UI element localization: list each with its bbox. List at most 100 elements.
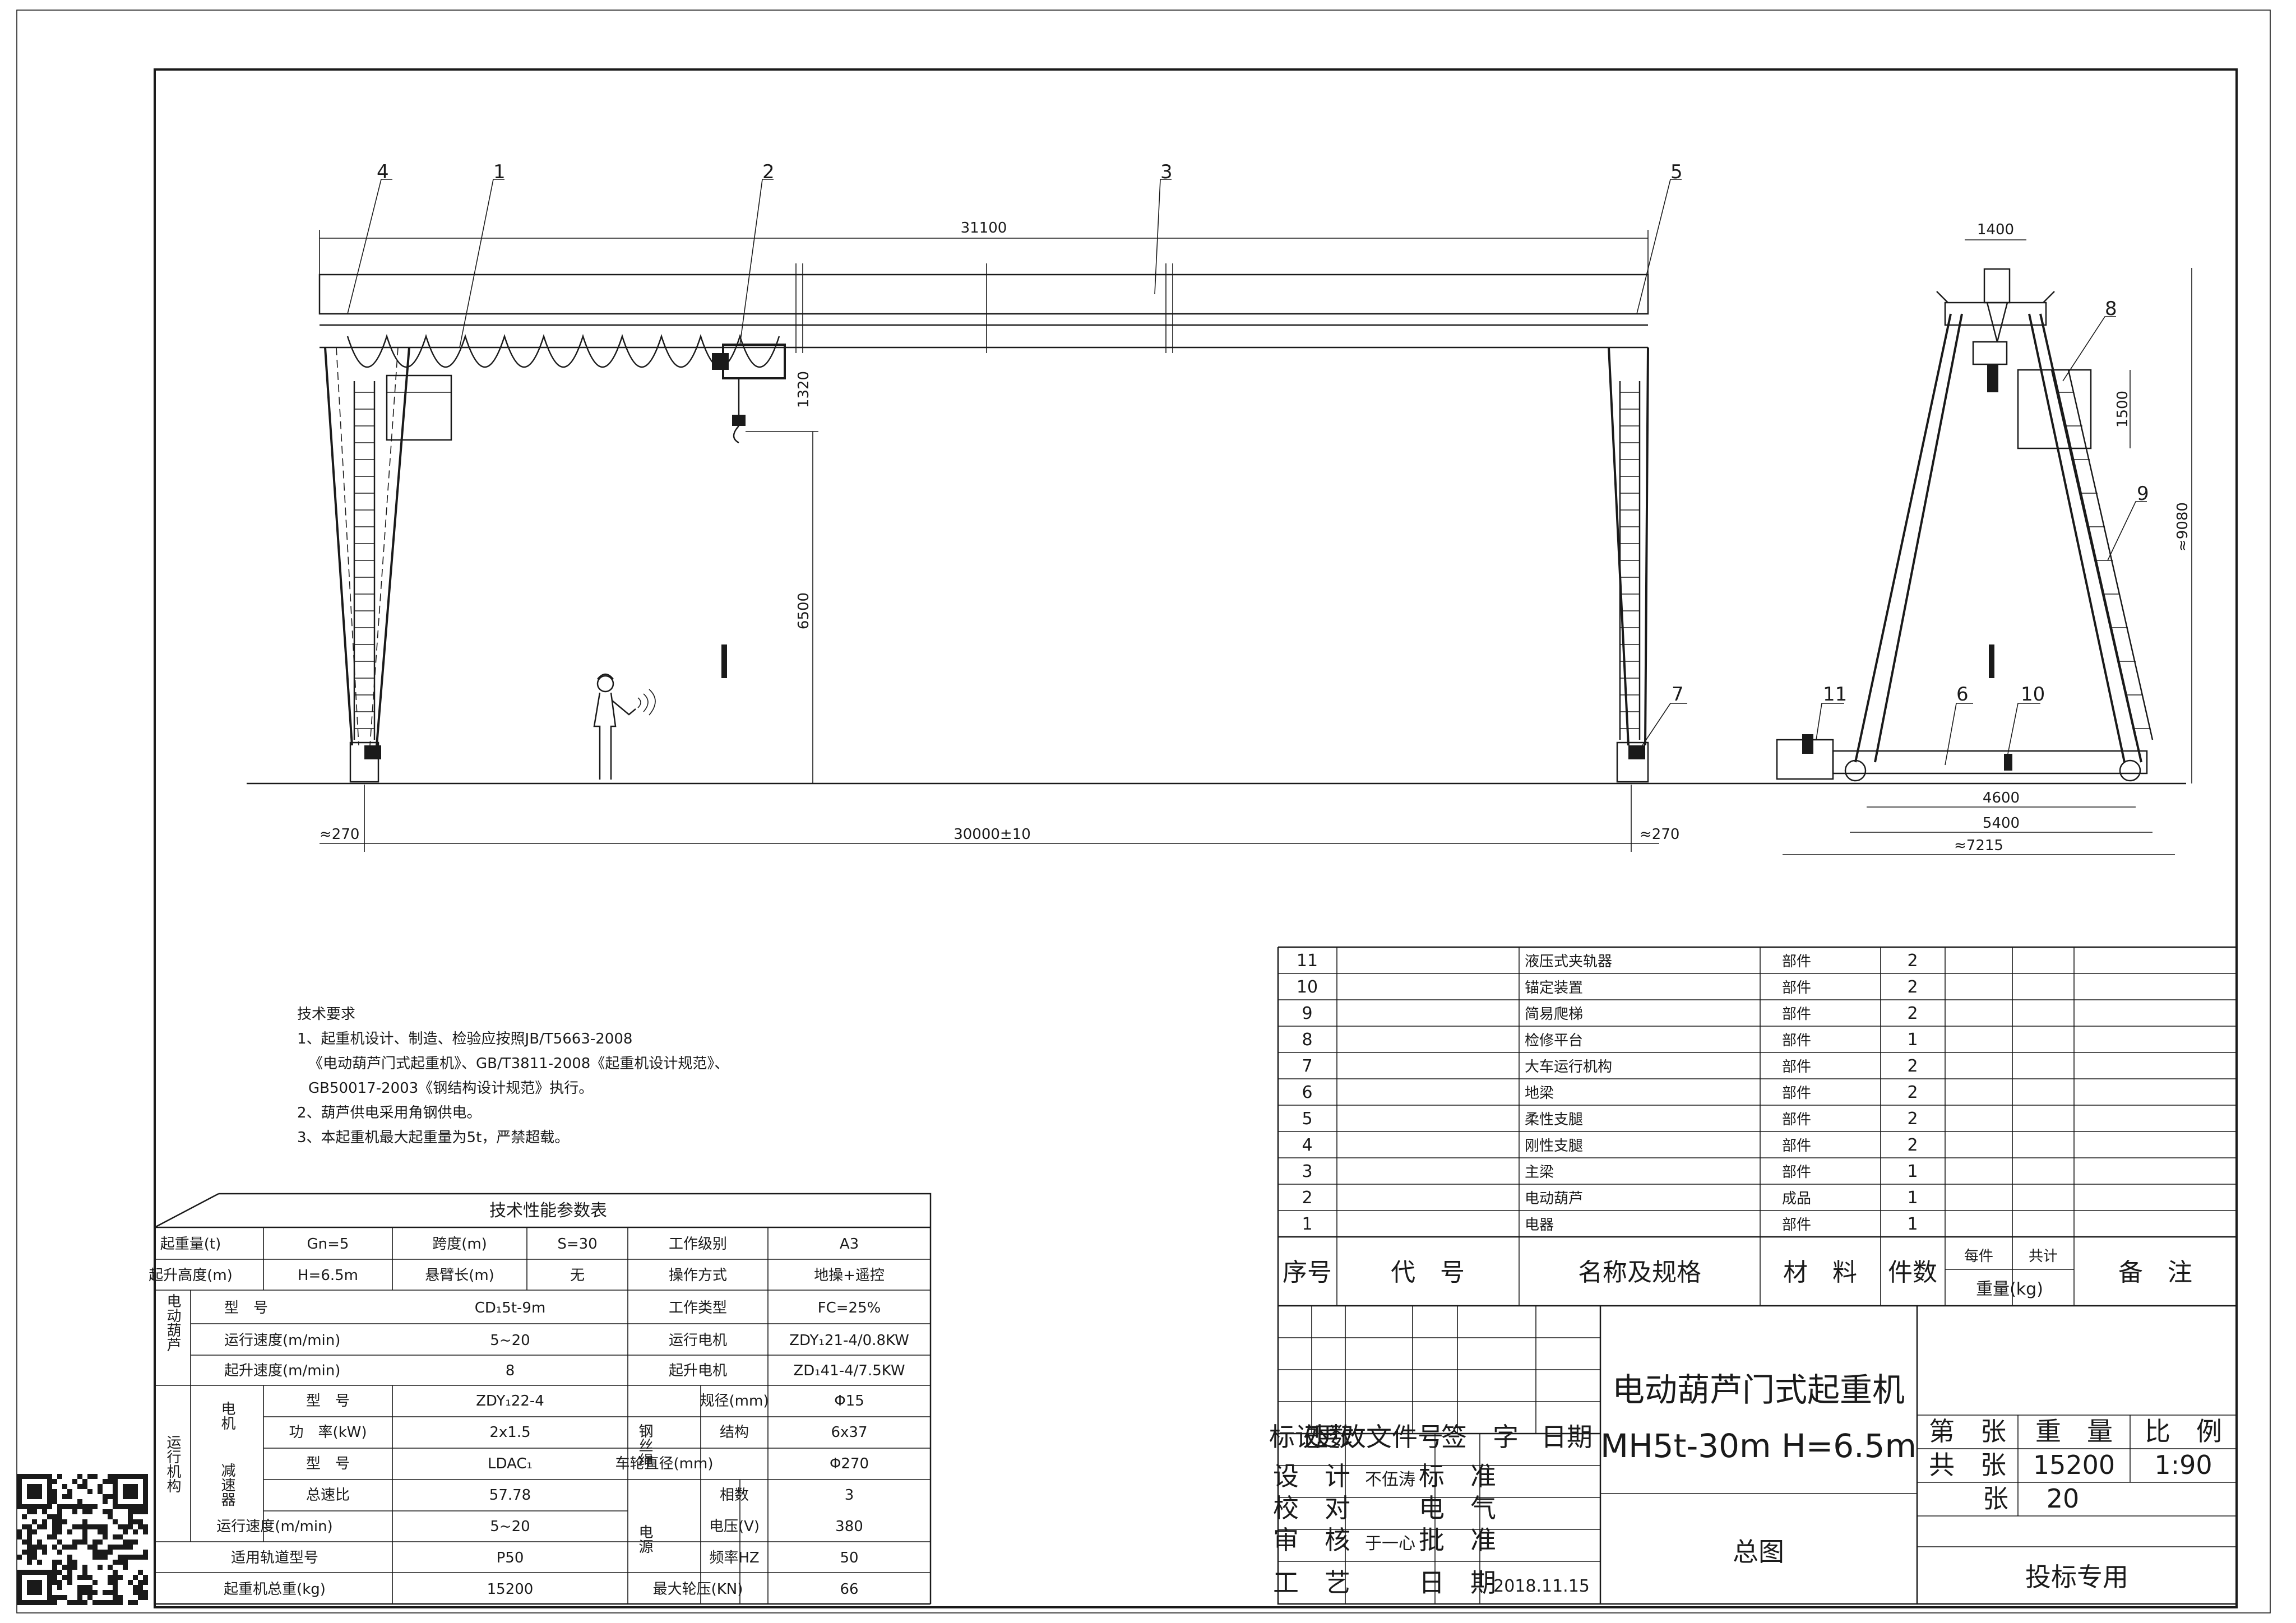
qr-module	[103, 1499, 108, 1504]
qr-module	[42, 1570, 47, 1575]
rev-doc: 更改文件号	[1314, 1422, 1443, 1452]
bom-cell-material: 部件	[1782, 953, 1811, 970]
qr-module	[17, 1474, 22, 1479]
spec-hoist-lift-value: 8	[506, 1362, 515, 1379]
qr-code	[17, 1474, 148, 1605]
qr-module	[113, 1489, 118, 1494]
qr-module	[47, 1590, 52, 1595]
qr-module	[72, 1600, 77, 1605]
spec-weight-label: 起重机总重(kg)	[224, 1581, 326, 1598]
qr-module	[143, 1529, 148, 1534]
bom-cell-no: 7	[1302, 1056, 1312, 1076]
qr-module	[138, 1585, 143, 1590]
bom-cell-no: 6	[1302, 1083, 1312, 1102]
spec-reducer-sub: 减速器	[219, 1463, 235, 1506]
dim-hook-gap: 1320	[795, 371, 812, 408]
qr-module	[32, 1504, 37, 1509]
spec-phase-value: 3	[845, 1487, 854, 1504]
qr-module	[87, 1504, 92, 1509]
qr-module	[47, 1484, 52, 1489]
dim-overhang-left: ≈270	[320, 826, 359, 843]
bom-cell-material: 部件	[1782, 1111, 1811, 1128]
outer-border	[16, 10, 2271, 1613]
spec-span-label: 跨度(m)	[432, 1236, 487, 1253]
qr-module	[32, 1550, 37, 1555]
qr-module	[72, 1504, 77, 1509]
dim-leg-base: 5400	[1983, 815, 2020, 832]
qr-module	[128, 1545, 133, 1550]
qr-module	[52, 1489, 57, 1494]
qr-module	[128, 1514, 133, 1519]
qr-module	[52, 1570, 57, 1575]
qr-module	[103, 1600, 108, 1605]
bom-cell-qty: 2	[1907, 977, 1918, 997]
dim-overall-length: 31100	[961, 220, 1007, 237]
bom-cell-qty: 1	[1907, 1214, 1918, 1234]
qr-module	[72, 1524, 77, 1529]
role-review: 审 核	[1273, 1525, 1350, 1555]
qr-module	[108, 1494, 113, 1499]
qr-module	[108, 1575, 113, 1580]
qr-module	[62, 1494, 67, 1499]
bom-cell-no: 1	[1302, 1214, 1312, 1234]
qr-module	[138, 1590, 143, 1595]
spec-cantilever-label: 悬臂长(m)	[425, 1267, 494, 1284]
qr-module	[17, 1499, 22, 1504]
spec-struct-label: 结构	[720, 1424, 749, 1441]
main-girder	[318, 273, 1649, 315]
qr-module	[133, 1519, 138, 1524]
role-approve: 批 准	[1419, 1525, 1496, 1555]
qr-module	[133, 1529, 138, 1534]
qr-module	[87, 1585, 92, 1590]
spec-motor-model-value: ZDY₁22-4	[476, 1393, 544, 1409]
sheet-value: 20	[2047, 1483, 2080, 1514]
spec-reducer-model-value: LDAC₁	[488, 1455, 533, 1472]
qr-module	[17, 1504, 22, 1509]
qr-module	[108, 1479, 113, 1484]
spec-weight-value: 15200	[487, 1581, 534, 1598]
notes-line-5: 3、本起重机最大起重量为5t，严禁超载。	[297, 1129, 569, 1146]
callout-3: 3	[1160, 161, 1173, 183]
qr-module	[123, 1474, 128, 1479]
spec-operation-value: 地操+遥控	[814, 1267, 885, 1284]
qr-module	[143, 1575, 148, 1580]
qr-module	[47, 1585, 52, 1590]
qr-module	[27, 1600, 32, 1605]
qr-module	[133, 1474, 138, 1479]
inner-frame	[154, 68, 2238, 1608]
drawing-name: 总图	[1733, 1537, 1784, 1567]
qr-module	[57, 1519, 62, 1524]
callout-10: 10	[2021, 683, 2045, 706]
qr-module	[118, 1534, 123, 1539]
qr-module	[113, 1590, 118, 1595]
qr-module	[128, 1524, 133, 1529]
qr-module	[82, 1524, 87, 1529]
side-view: 1400 1500 ≈9080 4600 5400 ≈7215 8 9 11 6…	[1760, 221, 2192, 855]
bom-cell-qty: 2	[1907, 1056, 1918, 1076]
qr-module	[52, 1524, 57, 1529]
notes-line-4: 2、葫芦供电采用角钢供电。	[297, 1105, 482, 1121]
qr-module	[92, 1600, 98, 1605]
qr-module	[138, 1504, 143, 1509]
spec-hoist-model-label: 型 号	[224, 1300, 268, 1316]
qr-module	[103, 1494, 108, 1499]
qr-module	[37, 1600, 42, 1605]
notes-line-1: 1、起重机设计、制造、检验应按照JB/T5663-2008	[297, 1031, 632, 1047]
qr-module	[57, 1560, 62, 1565]
qr-module	[47, 1575, 52, 1580]
qr-module	[98, 1555, 103, 1560]
qr-module	[27, 1550, 32, 1555]
qr-module	[143, 1484, 148, 1489]
spec-travel-speed-value: 5~20	[490, 1518, 530, 1535]
qr-module	[27, 1509, 32, 1514]
qr-module	[143, 1555, 148, 1560]
spec-voltage-label: 电压(V)	[709, 1518, 760, 1535]
bom-cell-no: 5	[1302, 1109, 1312, 1129]
electric-hoist	[712, 344, 786, 444]
qr-module	[62, 1504, 67, 1509]
qr-module	[42, 1545, 47, 1550]
spec-frequency-value: 50	[840, 1550, 858, 1566]
qr-module	[62, 1595, 67, 1600]
callout-8: 8	[2105, 298, 2117, 320]
